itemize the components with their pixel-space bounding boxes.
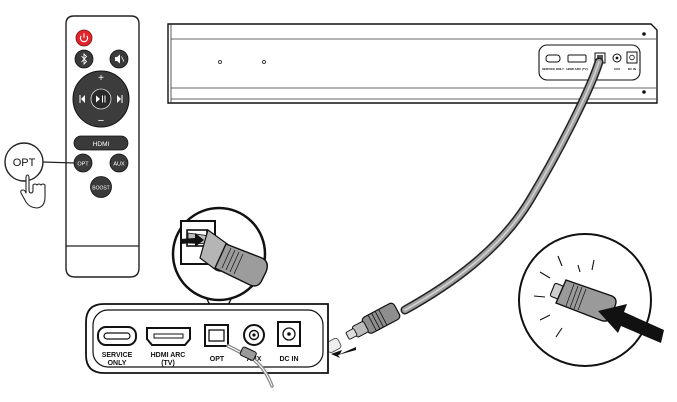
mute-icon [115,54,125,64]
dc-in-port [277,321,301,347]
soundbar-port-label: HDMI ARC (TV) [566,67,588,71]
hdmi-button-label: HDMI [93,141,110,148]
previous-track-icon [79,95,85,103]
bluetooth-button[interactable] [74,49,94,69]
port-label: ONLY [108,360,127,367]
soundbar-dc-port [626,51,638,64]
soundbar-port-label: SERVICE ONLY [542,67,564,71]
port-label: HDMI ARC [151,352,186,359]
port-label: DC IN [279,356,298,363]
soundbar-hdmi-port [567,54,587,63]
optical-plug [325,302,401,358]
volume-down-button[interactable]: − [98,115,104,127]
play-pause-icon [96,95,106,103]
soundbar-service-port [545,54,561,63]
hdmi-button[interactable]: HDMI [73,135,129,151]
bluetooth-icon [81,52,88,66]
optical-plug-insert-icon [180,220,269,287]
volume-up-button[interactable]: + [98,73,104,84]
navigation-ring [72,70,130,128]
boost-button[interactable]: BOOST [90,176,112,198]
remote-control: + − HDMI [65,15,140,278]
soundbar: SERVICE ONLY HDMI ARC (TV) AUX DC IN [167,23,658,104]
soundbar-port-label: AUX [614,67,620,71]
power-button[interactable] [75,29,93,47]
optical-cable [400,57,604,315]
remove-cap-arrow-icon [331,347,356,358]
play-pause-button[interactable] [96,95,106,103]
opt-port [204,324,229,347]
previous-track-button[interactable] [79,95,85,103]
soundbar-port-label: DC IN [628,67,636,71]
opt-callout-label: OPT [13,157,36,169]
port-label: (TV) [161,360,175,367]
power-icon [79,33,89,43]
aux-port [243,324,265,346]
hdmi-port [146,327,191,346]
next-track-icon [117,95,123,103]
next-track-button[interactable] [117,95,123,103]
boost-button-label: BOOST [92,186,110,192]
aux-button-label: AUX [113,162,125,168]
port-panel: SERVICE ONLY HDMI ARC (TV) OPT AUX DC IN [85,303,329,388]
optical-plug-push-icon [533,255,664,343]
port-label: SERVICE [102,352,133,359]
mute-button[interactable] [109,49,129,69]
soundbar-port-panel: SERVICE ONLY HDMI ARC (TV) AUX DC IN [538,44,641,81]
opt-button[interactable]: OPT [73,153,93,173]
port-label: OPT [210,356,225,363]
pointing-hand-icon [20,174,46,209]
aux-button[interactable]: AUX [109,153,129,173]
service-port [97,326,137,346]
opt-callout: OPT [4,142,76,209]
zoom-circle-right [518,233,664,367]
opt-button-label: OPT [77,162,89,168]
